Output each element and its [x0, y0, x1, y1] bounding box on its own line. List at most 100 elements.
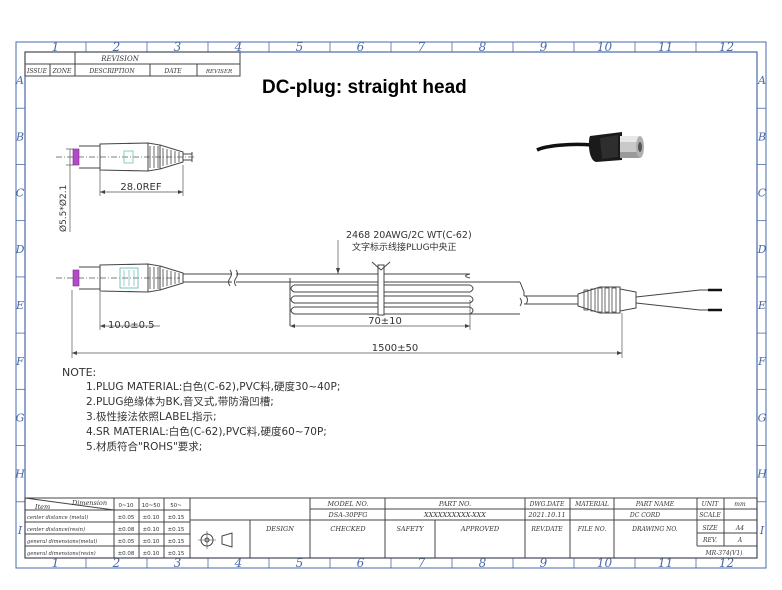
- frame-col-bottom-11: 11: [658, 556, 673, 570]
- frame-col-top-11: 11: [658, 40, 673, 54]
- unit: mm: [734, 501, 746, 508]
- frame-row-right-B: B: [757, 130, 766, 143]
- cable-spec-callout: 2468 20AWG/2C WT(C-62) 文字标示线接PLUG中央正: [336, 230, 472, 274]
- frame-col-top-7: 7: [418, 40, 426, 54]
- tol-value: ±0.15: [168, 539, 185, 545]
- frame-row-left-D: D: [15, 243, 25, 256]
- dim-10: 10.0±0.5: [99, 292, 160, 331]
- frame-row-right-H: H: [756, 468, 767, 481]
- frame-col-top-12: 12: [719, 40, 734, 54]
- revision-col-issue: ISSUE: [26, 68, 48, 75]
- frame-col-bottom-10: 10: [597, 556, 613, 570]
- tol-row-label: general dimensions(resin): [27, 550, 96, 557]
- notes-block: NOTE: 1.PLUG MATERIAL:白色(C-62),PVC料,硬度30…: [62, 366, 340, 453]
- frame-row-right-I: I: [759, 524, 765, 537]
- dim-ref-length: 28.0REF: [120, 182, 162, 193]
- frame-col-top-3: 3: [174, 40, 182, 54]
- note-1: 1.PLUG MATERIAL:白色(C-62),PVC料,硬度30~40P;: [86, 380, 340, 393]
- frame-col-bottom-1: 1: [52, 556, 60, 570]
- tol-row-label: center distance (metal): [27, 514, 88, 521]
- cable-spec: 2468 20AWG/2C WT(C-62): [346, 230, 472, 241]
- frame-col-bottom-4: 4: [234, 556, 243, 570]
- material-label: MATERIAL: [574, 501, 609, 508]
- dim-diameter: Ø5.5*Ø2.1: [58, 185, 69, 232]
- tol-value: ±0.10: [143, 551, 160, 557]
- file-no-label: FILE NO.: [577, 526, 607, 533]
- notes-heading: NOTE:: [62, 366, 96, 379]
- note-3: 3.极性接法依照LABEL指示;: [86, 410, 217, 423]
- frame-inner: [24, 51, 758, 559]
- dim-10-label: 10.0±0.5: [108, 320, 155, 331]
- dim-1500-label: 1500±50: [372, 343, 419, 354]
- revision-col-date: DATE: [163, 68, 182, 75]
- frame-col-top-2: 2: [112, 40, 121, 54]
- frame-col-bottom-7: 7: [418, 556, 426, 570]
- frame-row-right-A: A: [757, 74, 766, 87]
- tol-value: ±0.15: [168, 551, 185, 557]
- frame-row-right-F: F: [757, 355, 766, 368]
- frame-row-left-I: I: [17, 524, 23, 537]
- frame-col-bottom-6: 6: [357, 556, 365, 570]
- frame-row-left-H: H: [14, 468, 25, 481]
- drawing-no-label: DRAWING NO.: [631, 526, 678, 533]
- tol-value: ±0.15: [168, 527, 185, 533]
- revision-col-description: DESCRIPTION: [88, 68, 135, 75]
- note-5: 5.材质符合"ROHS"要求;: [86, 440, 202, 453]
- rev-date-label: REV.DATE: [530, 526, 563, 533]
- tol-value: ±0.08: [118, 551, 135, 557]
- tol-value: ±0.08: [118, 527, 135, 533]
- revision-block: REVISION ISSUE ZONE DESCRIPTION DATE REV…: [24, 51, 241, 77]
- note-2: 2.PLUG绝缘体为BK,音叉式,带防滑凹槽;: [86, 395, 274, 408]
- frame-row-left-G: G: [16, 411, 25, 424]
- frame-col-top-6: 6: [357, 40, 365, 54]
- tol-value: ±0.10: [143, 515, 160, 521]
- frame-row-right-E: E: [757, 299, 766, 312]
- title-block: Item Dimension 0~10 10~50 50~ center dis…: [24, 497, 758, 559]
- dwg-date: 2021.10.11: [527, 511, 565, 519]
- page-title: DC-plug: straight head: [262, 77, 467, 98]
- frame-col-bottom-8: 8: [479, 556, 487, 570]
- frame-col-top-10: 10: [597, 40, 613, 54]
- frame-col-bottom-9: 9: [540, 556, 548, 570]
- tol-dimension-label: Dimension: [71, 499, 107, 507]
- dc-plug-photo: [536, 132, 644, 162]
- frame-row-left-F: F: [15, 355, 24, 368]
- frame-col-top-9: 9: [540, 40, 548, 54]
- frame-col-bottom-3: 3: [174, 556, 182, 570]
- model-no-label: MODEL NO.: [326, 500, 368, 508]
- model-no: DSA-30PFG: [328, 511, 368, 519]
- rev-label: REV.: [702, 537, 717, 544]
- tol-item-label: Item: [34, 503, 50, 511]
- tol-range-2: 10~50: [142, 503, 161, 509]
- part-name-label: PART NAME: [635, 501, 675, 508]
- scale-label: SCALE: [699, 512, 721, 519]
- tol-range-1: 0~10: [118, 503, 134, 509]
- safety-label: SAFETY: [396, 525, 424, 533]
- revision-col-zone: ZONE: [52, 68, 72, 75]
- tol-row-label: general dimensions(metal): [27, 538, 97, 545]
- part-name: DC CORD: [629, 512, 660, 519]
- dim-1500: 1500±50: [71, 290, 623, 358]
- frame-col-bottom-2: 2: [112, 556, 121, 570]
- dim-70: 70±10: [290, 300, 471, 330]
- frame-col-top-8: 8: [479, 40, 487, 54]
- cable-note: 文字标示线接PLUG中央正: [352, 241, 457, 253]
- checked-label: CHECKED: [330, 525, 366, 533]
- frame-row-left-E: E: [15, 299, 24, 312]
- tol-row-label: center distance(resin): [27, 526, 85, 533]
- unit-label: UNIT: [702, 501, 720, 508]
- revision-col-reviser: REVISER: [205, 69, 232, 75]
- tol-range-3: 50~: [170, 503, 182, 509]
- dwg-date-label: DWG.DATE: [529, 501, 565, 508]
- frame-row-left-A: A: [15, 74, 24, 87]
- frame-col-bottom-12: 12: [719, 556, 734, 570]
- tol-value: ±0.10: [143, 539, 160, 545]
- design-label: DESIGN: [265, 525, 294, 533]
- size: A4: [735, 525, 744, 532]
- frame-col-top-4: 4: [234, 40, 243, 54]
- frame-row-right-G: G: [758, 411, 767, 424]
- approved-label: APPROVED: [460, 525, 500, 533]
